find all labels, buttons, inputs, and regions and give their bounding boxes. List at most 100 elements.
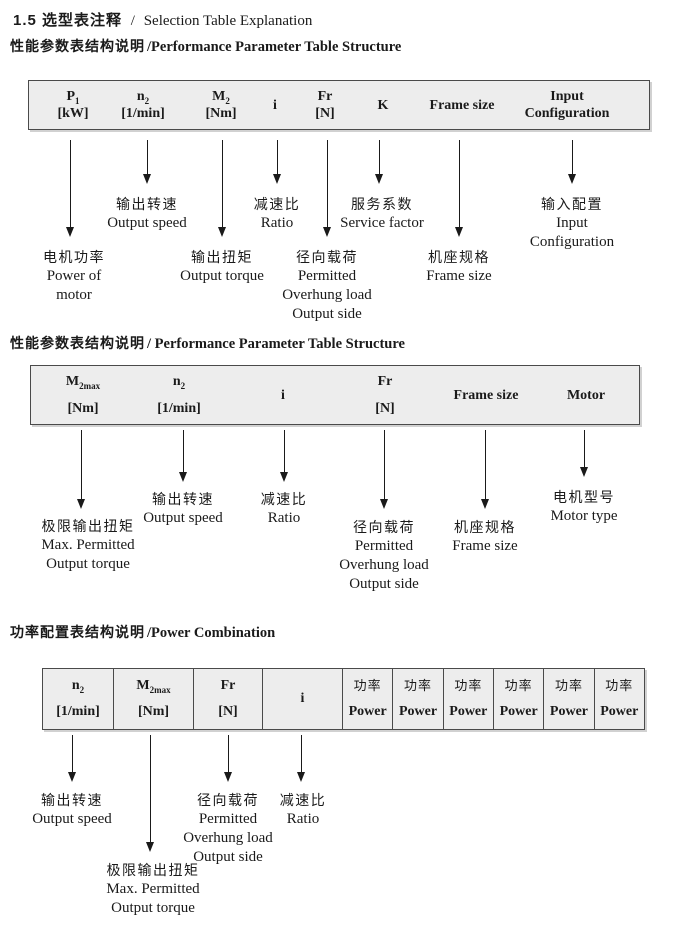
label-overhung-load: 径向载荷 Permitted Overhung load Output side (183, 790, 273, 867)
down-arrow-icon (375, 140, 383, 184)
label-en: Overhung load (339, 557, 429, 573)
table1-col-input-configuration: Input Configuration (507, 81, 627, 129)
label-en: Overhung load (183, 830, 273, 846)
down-arrow-icon (218, 140, 226, 237)
down-arrow-icon (280, 430, 288, 482)
section1-heading-zh: 性能参数表结构说明 (10, 38, 145, 54)
col-symbol: M2 (212, 89, 230, 106)
col-symbol: n2 (71, 678, 85, 695)
col-power-zh: 功率 (454, 678, 483, 693)
label-en: Max. Permitted (41, 537, 135, 553)
label-overhung-load: 径向载荷 Permitted Overhung load Output side (339, 517, 429, 594)
col-unit: [1/min] (121, 106, 165, 121)
col-symbol: Fr (220, 678, 236, 693)
col-symbol: K (377, 97, 389, 113)
down-arrow-icon (481, 430, 489, 509)
label-en: motor (56, 287, 92, 303)
col-power-en: Power (449, 704, 488, 719)
down-arrow-icon (68, 735, 76, 782)
label-zh: 减速比 (253, 196, 301, 212)
down-arrow-icon (297, 735, 305, 782)
table2-col-frame-size: Frame size (441, 366, 531, 424)
col-unit: [N] (218, 704, 238, 719)
col-symbol: Frame size (453, 387, 519, 403)
label-en: Output side (349, 576, 419, 592)
section2-heading-en: / Performance Parameter Table Structure (147, 336, 405, 352)
label-output-speed: 输出转速 Output speed (143, 489, 223, 528)
down-arrow-icon (273, 140, 281, 184)
label-zh: 服务系数 (350, 196, 413, 212)
label-en: Overhung load (282, 287, 372, 303)
col-unit: Configuration (524, 106, 610, 121)
label-zh: 机座规格 (453, 519, 516, 535)
col-power-zh: 功率 (605, 678, 634, 693)
col-symbol: M2max (65, 374, 101, 391)
label-en: Output speed (143, 510, 223, 526)
label-power-of-motor: 电机功率 Power of motor (43, 247, 105, 305)
down-arrow-icon (143, 140, 151, 184)
label-zh: 电机型号 (552, 489, 615, 505)
label-en: Permitted (297, 268, 357, 284)
page-title-zh: 1.5 选型表注释 (13, 12, 123, 29)
power-combination-table: n2 [1/min] M2max [Nm] Fr [N] i 功率 Power … (42, 668, 645, 730)
label-en: Output torque (180, 268, 264, 284)
col-symbol: Fr (317, 89, 333, 104)
col-unit: [Nm] (137, 704, 170, 719)
label-zh: 输出扭矩 (191, 249, 253, 265)
label-zh: 极限输出扭矩 (106, 862, 200, 878)
label-zh: 极限输出扭矩 (41, 518, 135, 534)
down-arrow-icon (455, 140, 463, 237)
label-en: Frame size (426, 268, 492, 284)
label-zh: 减速比 (260, 491, 308, 507)
down-arrow-icon (179, 430, 187, 482)
page-title-separator: / (130, 13, 135, 29)
table2-col-motor: Motor (546, 366, 626, 424)
col-symbol: n2 (136, 89, 150, 106)
label-zh: 输入配置 (541, 196, 603, 212)
col-power-zh: 功率 (504, 678, 533, 693)
section3-heading: 功率配置表结构说明/Power Combination (10, 622, 275, 642)
table1-col-fr: Fr [N] (297, 81, 353, 129)
label-zh: 减速比 (279, 792, 327, 808)
down-arrow-icon (146, 735, 154, 852)
label-en: Ratio (286, 811, 320, 827)
down-arrow-icon (380, 430, 388, 509)
label-en: Output torque (46, 556, 130, 572)
col-power-zh: 功率 (403, 678, 432, 693)
table3-col-power: 功率 Power (343, 669, 394, 729)
col-symbol: M2max (136, 678, 171, 695)
table3-col-power: 功率 Power (444, 669, 494, 729)
col-unit: [1/min] (157, 401, 201, 416)
col-unit: [Nm] (67, 401, 99, 416)
col-symbol: Input (550, 89, 584, 104)
table3-col-n2: n2 [1/min] (43, 669, 114, 729)
table3-col-power: 功率 Power (595, 669, 644, 729)
col-unit: [1/min] (56, 704, 100, 719)
label-output-torque: 输出扭矩 Output torque (180, 247, 264, 286)
col-symbol: i (273, 97, 277, 113)
label-zh: 机座规格 (427, 249, 490, 265)
col-symbol: i (281, 387, 285, 403)
col-unit: [N] (375, 401, 395, 416)
col-power-en: Power (600, 704, 639, 719)
col-symbol: n2 (172, 374, 186, 391)
section3-heading-en: /Power Combination (147, 625, 276, 641)
table2-col-i: i (253, 366, 313, 424)
performance-table-1: P1 [kW] n2 [1/min] M2 [Nm] i Fr [N] K Fr… (28, 80, 650, 130)
label-en: Ratio (267, 510, 301, 526)
label-en: Output speed (107, 215, 187, 231)
label-en: Motor type (550, 508, 618, 524)
col-power-en: Power (398, 704, 438, 719)
label-service-factor: 服务系数 Service factor (340, 194, 424, 233)
col-unit: [Nm] (205, 106, 237, 121)
page-title: 1.5 选型表注释 / Selection Table Explanation (13, 9, 312, 30)
col-symbol: P1 (66, 89, 80, 106)
col-power-en: Power (348, 704, 387, 719)
label-output-speed: 输出转速 Output speed (32, 790, 112, 829)
table1-col-p1: P1 [kW] (41, 81, 105, 129)
table2-col-n2: n2 [1/min] (139, 366, 219, 424)
performance-table-2: M2max [Nm] n2 [1/min] i Fr [N] Frame siz… (30, 365, 640, 425)
table1-col-frame-size: Frame size (417, 81, 507, 129)
table1-col-k: K (365, 81, 401, 129)
